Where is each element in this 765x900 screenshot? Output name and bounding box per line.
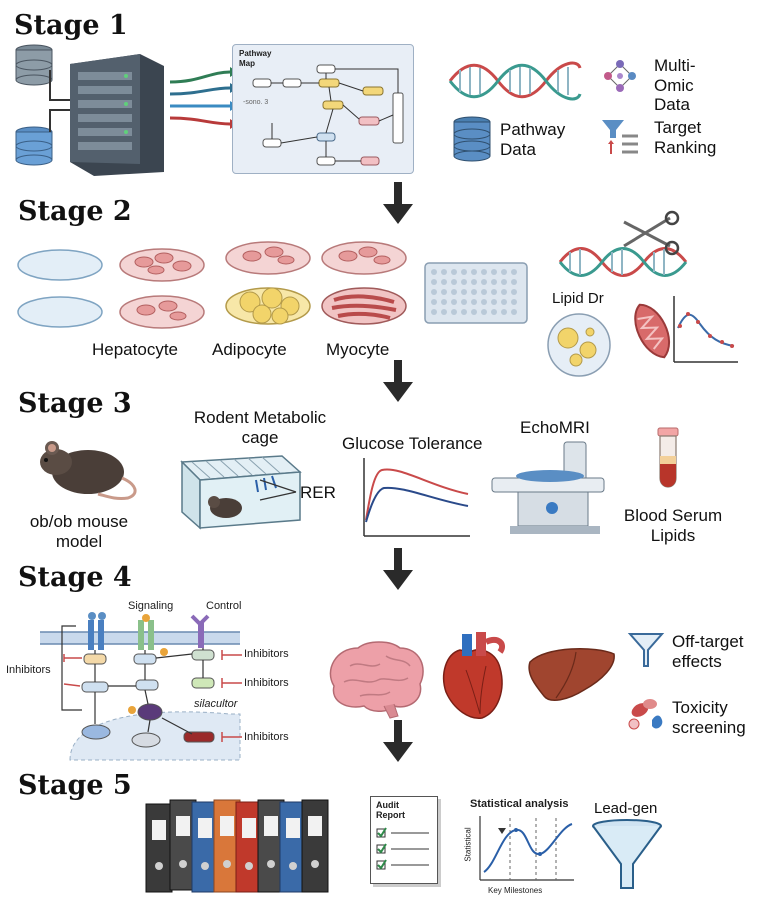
hepatocyte-label: Hepatocyte xyxy=(92,340,178,359)
binders-icon xyxy=(145,799,329,893)
mouse-model-label: ob/ob mouse model xyxy=(29,512,129,551)
lead-gen-label: Lead-gen xyxy=(594,800,658,817)
mitochondria-icon xyxy=(634,303,670,359)
dna-helix-icon xyxy=(448,61,582,101)
stage-1-title: Stage 1 xyxy=(14,10,128,41)
stage-5-title: Stage 5 xyxy=(18,770,132,801)
stat-analysis-title: Statistical analysis xyxy=(470,798,569,810)
inhibitors-label-1: Inhibitors xyxy=(244,648,289,660)
multi-omic-label: Multi-Omic Data xyxy=(654,56,696,115)
database-icon xyxy=(15,44,53,86)
glucose-tolerance-label: Glucose Tolerance xyxy=(342,434,483,453)
audit-report-title: Audit Report xyxy=(376,800,405,820)
inhibitors-label-left: Inhibitors xyxy=(6,664,51,676)
funnel-icon xyxy=(627,633,665,667)
flow-arrow-1 xyxy=(383,182,413,224)
metabolic-cage-label: Rodent Metabolic cage xyxy=(193,408,327,447)
echomri-scanner-icon xyxy=(491,441,605,534)
pathway-data-label: Pathway Data xyxy=(500,120,566,159)
pathway-map-panel: Pathway Map -sono. 3 xyxy=(232,44,414,174)
multi-omic-icon xyxy=(604,60,636,92)
metabolic-cage-icon xyxy=(180,455,302,530)
toxicity-label: Toxicity screening xyxy=(672,698,746,737)
well-plate-icon xyxy=(424,262,528,324)
silacultor-label: silacultor xyxy=(194,698,238,710)
signaling-label: Signaling xyxy=(128,600,174,612)
liver-icon xyxy=(528,648,615,702)
pills-icon xyxy=(628,699,663,730)
signaling-pathway-diagram xyxy=(40,612,241,761)
control-label: Control xyxy=(206,600,242,612)
blood-tube-icon xyxy=(657,427,679,488)
petri-dishes xyxy=(17,241,407,329)
scissors-icon xyxy=(623,210,680,256)
rer-pointer xyxy=(259,479,297,501)
filter-ranking-icon xyxy=(602,120,638,154)
connector-lines xyxy=(49,67,238,132)
dose-response-chart-icon xyxy=(673,296,738,363)
flow-arrow-4 xyxy=(383,720,413,762)
stat-x-label: Key Milestones xyxy=(488,886,543,895)
myocyte-label: Myocyte xyxy=(326,340,390,359)
statistical-analysis-chart xyxy=(479,816,574,881)
flow-arrow-3 xyxy=(383,548,413,590)
flow-arrow-2 xyxy=(383,360,413,402)
target-ranking-label: Target Ranking xyxy=(654,118,717,157)
glucose-tolerance-chart xyxy=(363,458,470,537)
inhibitor-markers xyxy=(221,650,242,742)
brain-icon xyxy=(329,641,424,719)
pathway-map-note: -sono. 3 xyxy=(243,99,269,106)
stage-3-title: Stage 3 xyxy=(18,388,132,419)
stat-y-label: Statistical xyxy=(463,827,473,862)
inhibitors-label-3: Inhibitors xyxy=(244,731,289,743)
pathway-data-db-icon xyxy=(453,116,491,162)
stage-2-title: Stage 2 xyxy=(18,196,132,227)
off-target-label: Off-target effects xyxy=(672,632,744,671)
lipid-label: Lipid Dr xyxy=(552,290,604,307)
blood-serum-label: Blood Serum Lipids xyxy=(623,506,723,545)
audit-report-doc: Audit Report xyxy=(370,796,438,884)
server-icon xyxy=(70,54,164,176)
pathway-graph xyxy=(252,64,404,166)
lead-gen-funnel-icon xyxy=(592,819,662,889)
heart-icon xyxy=(442,632,505,719)
inhibitors-label-2: Inhibitors xyxy=(244,677,289,689)
mouse-icon xyxy=(40,441,137,500)
pathway-map-title: Pathway Map xyxy=(239,49,272,68)
rer-label: RER xyxy=(300,483,336,502)
echomri-label: EchoMRI xyxy=(520,418,590,437)
database-icon xyxy=(15,126,53,166)
adipocyte-label: Adipocyte xyxy=(212,340,287,359)
checklist-icon xyxy=(376,827,429,870)
lipid-droplet-icon xyxy=(547,313,611,377)
stage-4-title: Stage 4 xyxy=(18,562,132,593)
